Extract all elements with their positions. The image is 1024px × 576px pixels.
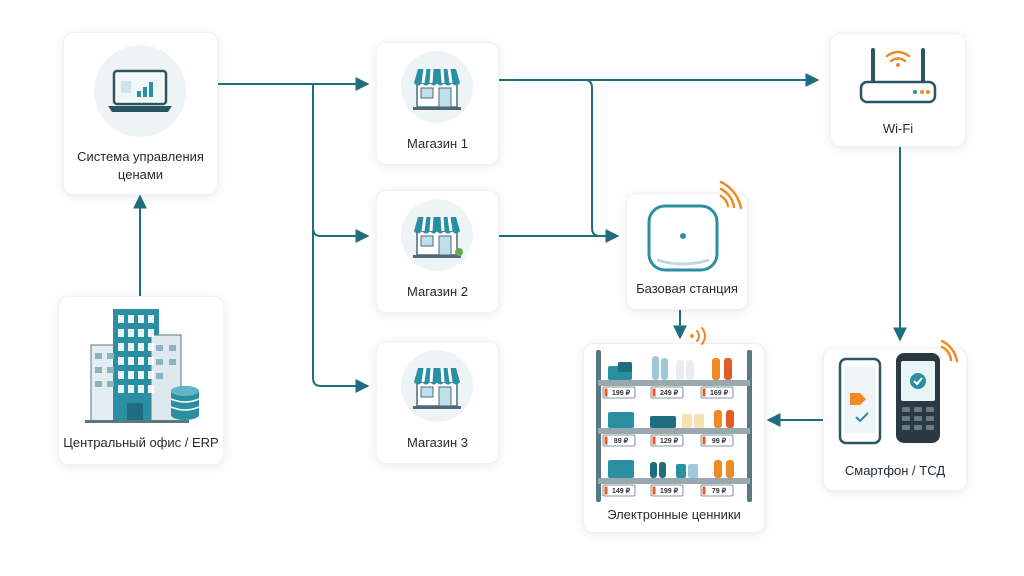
price-tag: 249 ₽ xyxy=(650,386,684,399)
price-tag-text: 89 ₽ xyxy=(614,437,629,445)
node-wifi[interactable]: Wi-Fi xyxy=(830,33,966,147)
price-tag: 199 ₽ xyxy=(650,484,684,497)
products-row-3 xyxy=(608,460,734,478)
price-tag-text: 99 ₽ xyxy=(712,437,727,445)
smartphone-terminal-icon xyxy=(838,339,959,445)
price-tag: 169 ₽ xyxy=(700,386,734,399)
store-icon xyxy=(401,350,473,422)
office-building-icon xyxy=(85,309,200,423)
price-tag: 199 ₽ xyxy=(602,386,636,399)
price-tag-text: 199 ₽ xyxy=(612,389,631,397)
pricing-system-label: Система управления ценами xyxy=(77,149,204,182)
products-row-2 xyxy=(608,410,734,428)
node-pricing-system[interactable]: Система управления ценами xyxy=(63,32,218,195)
node-esl-shelf[interactable]: 199 ₽ 249 ₽ 169 ₽ 89 ₽ 129 ₽ 99 ₽ 149 ₽ 199 ₽ 79… xyxy=(583,327,765,533)
products-row-1 xyxy=(608,356,732,380)
wifi-router-icon xyxy=(859,48,937,104)
shelf-icon: 199 ₽ 249 ₽ 169 ₽ 89 ₽ 129 ₽ 99 ₽ 149 ₽ 199 ₽ 79… xyxy=(596,350,752,502)
price-tag: 79 ₽ xyxy=(700,484,734,497)
base-station-icon xyxy=(647,180,743,272)
node-store-1[interactable]: Магазин 1 xyxy=(376,42,499,165)
central-office-label: Центральный офис / ERP xyxy=(63,435,219,450)
arrow-bus-to-store-2 xyxy=(312,227,370,243)
price-tag-text: 199 ₽ xyxy=(660,487,679,495)
database-icon xyxy=(170,386,200,420)
node-store-2[interactable]: Магазин 2 xyxy=(376,190,499,313)
handheld-terminal-icon xyxy=(896,353,940,443)
price-tag: 129 ₽ xyxy=(650,434,684,447)
price-tag-text: 79 ₽ xyxy=(712,487,727,495)
line-bus-vertical xyxy=(312,84,322,387)
signal-icon xyxy=(719,180,743,210)
node-central-office[interactable]: Центральный офис / ERP xyxy=(58,296,224,465)
node-store-3[interactable]: Магазин 3 xyxy=(376,341,499,464)
laptop-chart-icon xyxy=(94,45,186,137)
price-tag: 149 ₽ xyxy=(602,484,636,497)
price-tag-text: 249 ₽ xyxy=(660,389,679,397)
store-icon xyxy=(401,199,473,271)
price-tag: 89 ₽ xyxy=(602,434,636,447)
store-1-label: Магазин 1 xyxy=(407,136,468,151)
price-tag-text: 129 ₽ xyxy=(660,437,679,445)
esl-shelf-label: Электронные ценники xyxy=(607,507,741,522)
store-2-label: Магазин 2 xyxy=(407,284,468,299)
node-base-station[interactable]: Базовая станция xyxy=(626,180,748,310)
wifi-label: Wi-Fi xyxy=(882,121,914,136)
smartphone-icon xyxy=(838,357,882,445)
price-tag: 99 ₽ xyxy=(700,434,734,447)
esl-signal-icon xyxy=(690,327,706,345)
base-station-label: Базовая станция xyxy=(636,281,738,296)
handheld-label: Смартфон / ТСД xyxy=(844,463,946,478)
price-tags: 199 ₽ 249 ₽ 169 ₽ 89 ₽ 129 ₽ 99 ₽ 149 ₽ 199 ₽ 79… xyxy=(602,386,734,497)
price-tag-text: 149 ₽ xyxy=(612,487,631,495)
store-icon xyxy=(401,51,473,123)
store-3-label: Магазин 3 xyxy=(407,435,468,450)
price-tag-text: 169 ₽ xyxy=(710,389,729,397)
node-handheld[interactable]: Смартфон / ТСД xyxy=(823,339,967,491)
signal-icon xyxy=(940,339,959,363)
line-store-1-to-base xyxy=(497,79,601,237)
